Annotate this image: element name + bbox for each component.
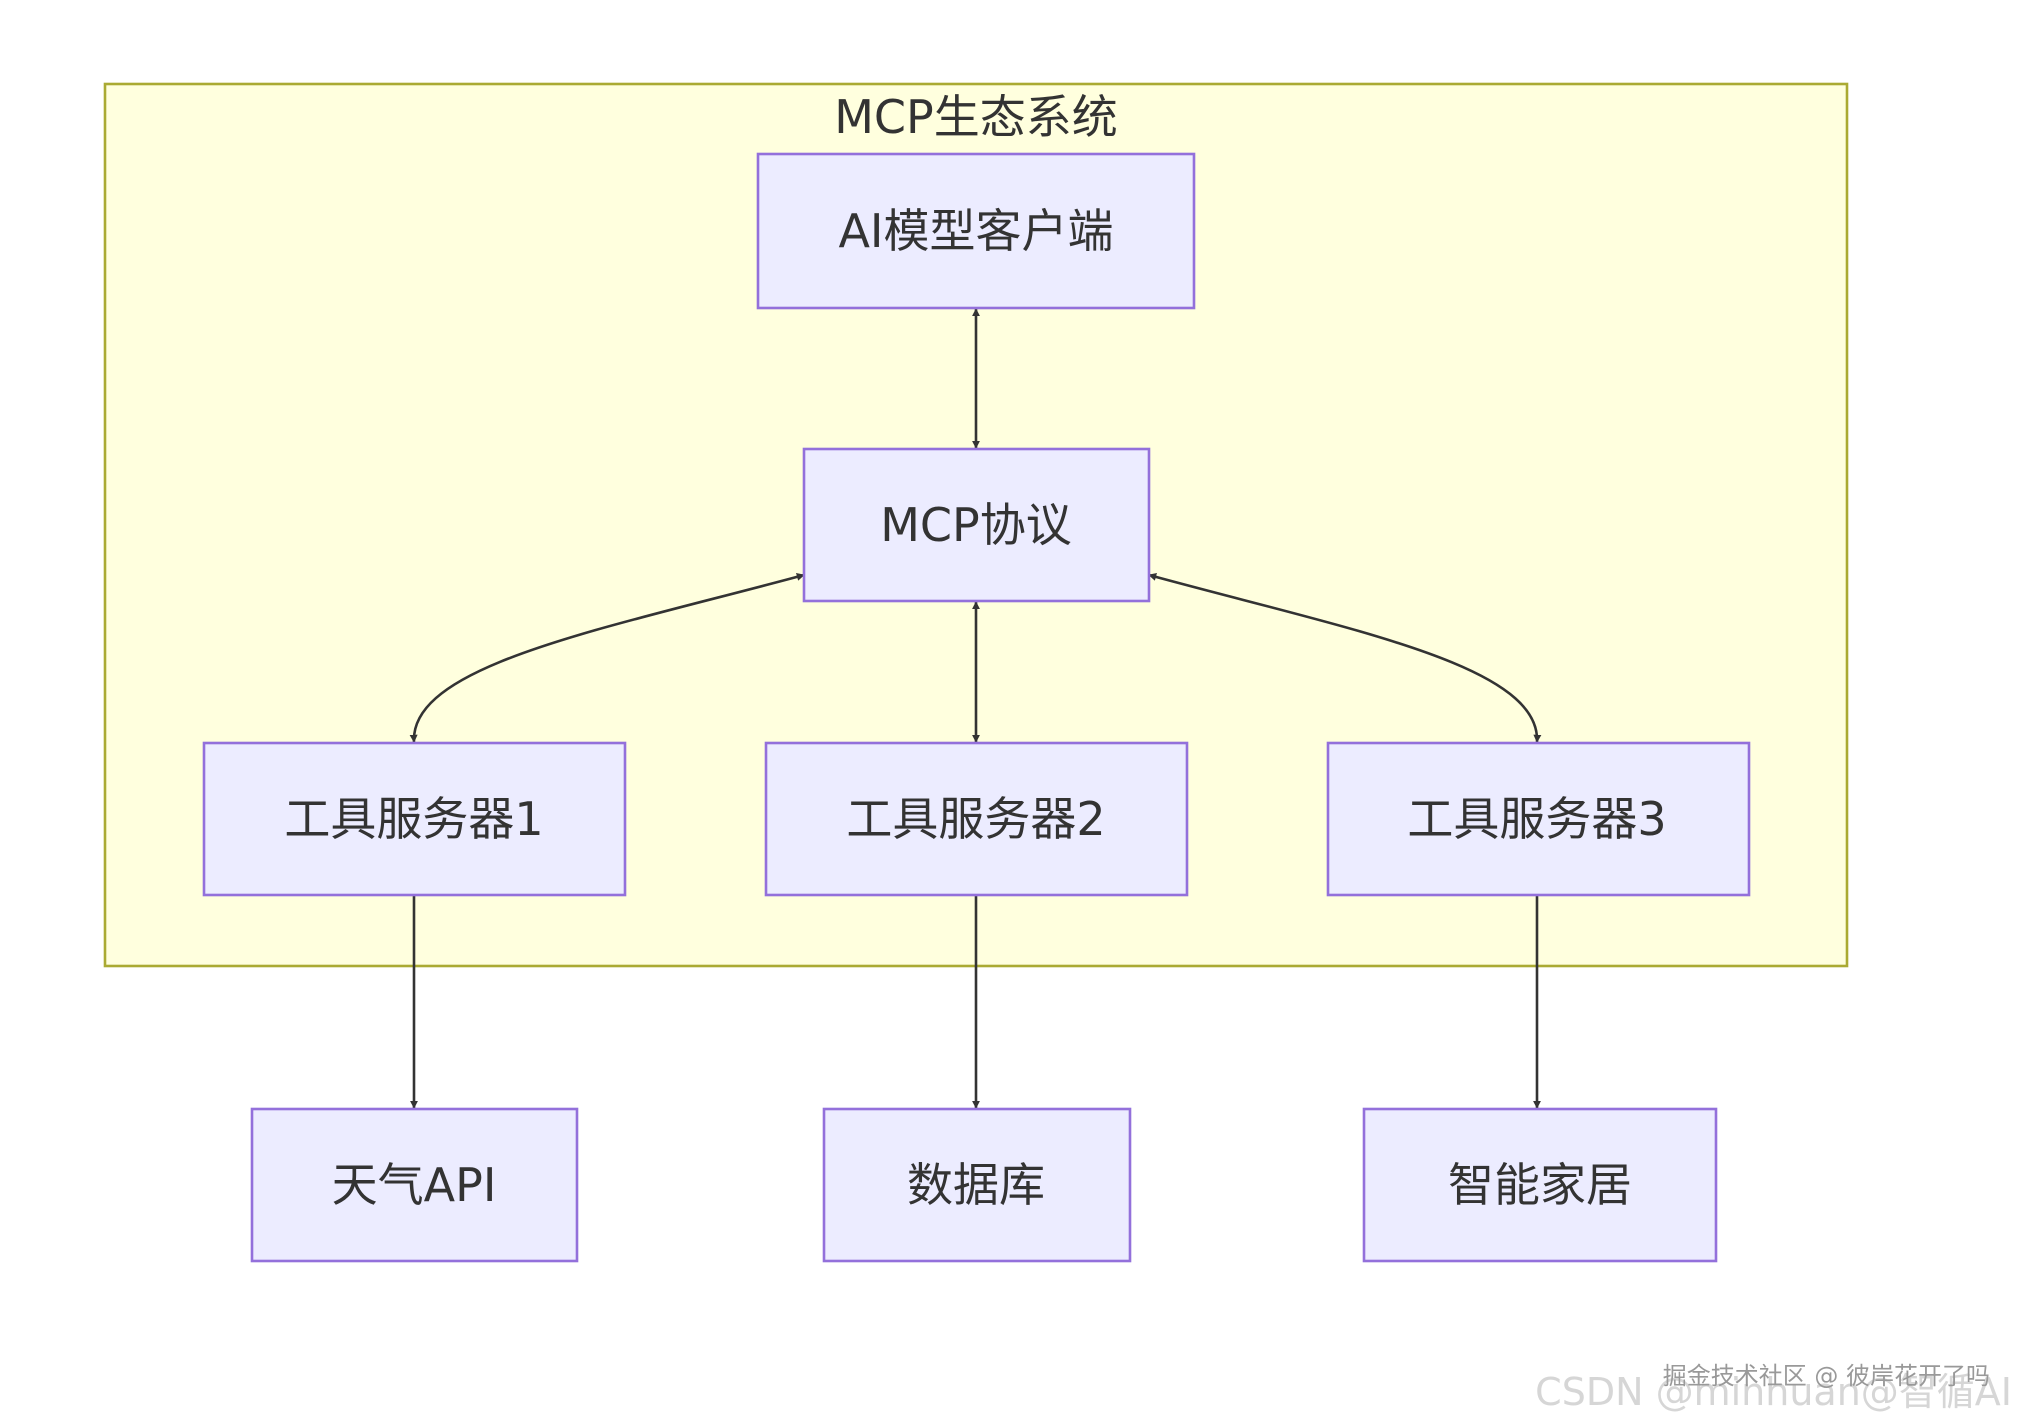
node-tool-server-2[interactable]: 工具服务器2 — [764, 741, 1189, 897]
node-mcp-protocol[interactable]: MCP协议 — [802, 447, 1151, 603]
node-smart-home[interactable]: 智能家居 — [1362, 1107, 1718, 1263]
node-label-smart-home: 智能家居 — [1448, 1158, 1632, 1212]
node-database[interactable]: 数据库 — [822, 1107, 1132, 1263]
node-weather-api[interactable]: 天气API — [250, 1107, 579, 1263]
node-label-weather-api: 天气API — [332, 1158, 497, 1212]
edge-protocol-server1 — [409, 573, 805, 743]
node-label-mcp-protocol: MCP协议 — [880, 498, 1072, 552]
node-label-ai-client: AI模型客户端 — [838, 204, 1113, 258]
node-label-tool-server-2: 工具服务器2 — [846, 792, 1105, 846]
node-ai-client[interactable]: AI模型客户端 — [756, 152, 1196, 310]
node-label-database: 数据库 — [907, 1158, 1045, 1212]
node-label-tool-server-3: 工具服务器3 — [1407, 792, 1666, 846]
node-tool-server-1[interactable]: 工具服务器1 — [202, 741, 627, 897]
edges — [409, 308, 1542, 1109]
node-tool-server-3[interactable]: 工具服务器3 — [1326, 741, 1751, 897]
cluster-title: MCP生态系统 — [834, 90, 1118, 144]
watermark: CSDN @minhuan@智循AI 掘金技术社区 @ 彼岸花开了吗 — [1535, 1362, 2012, 1414]
node-label-tool-server-1: 工具服务器1 — [284, 792, 543, 846]
watermark-juejin: 掘金技术社区 @ 彼岸花开了吗 — [1663, 1362, 1990, 1390]
watermark-csdn: CSDN @minhuan@智循AI — [1535, 1370, 2012, 1414]
edge-protocol-server3 — [1148, 573, 1542, 743]
